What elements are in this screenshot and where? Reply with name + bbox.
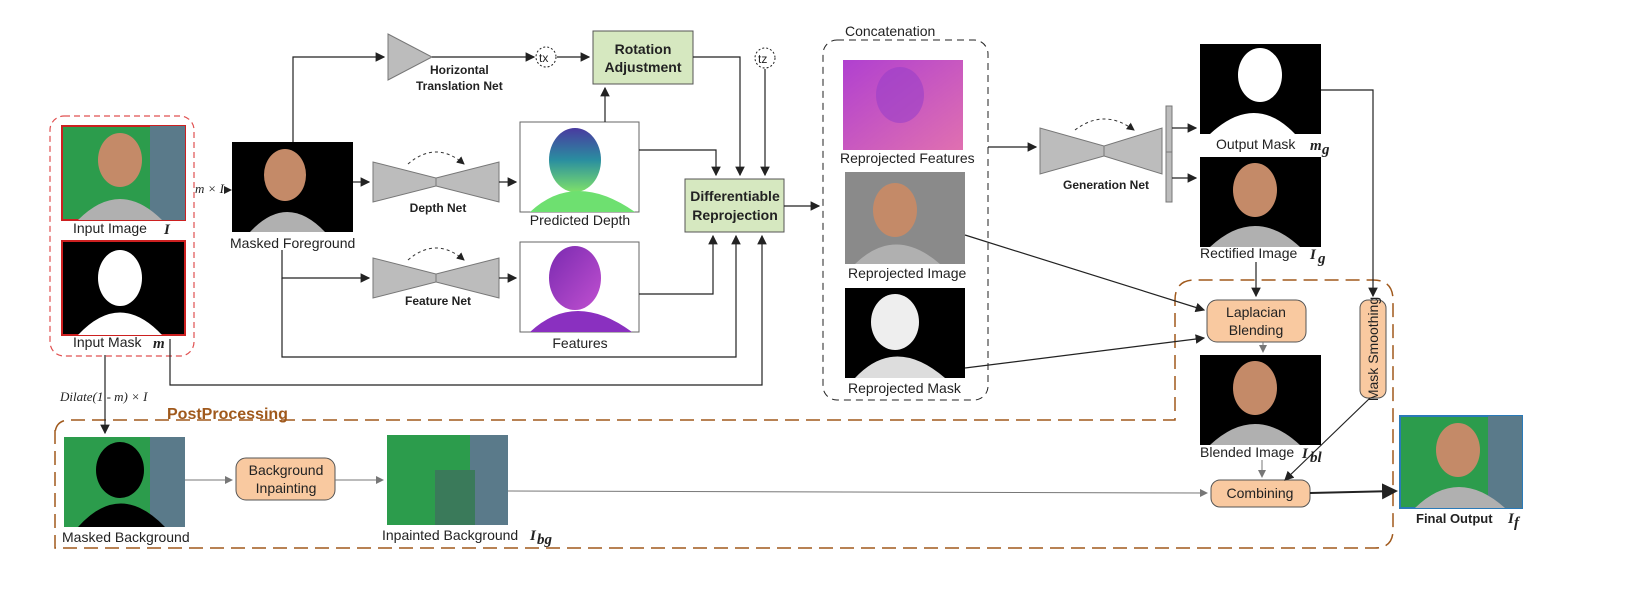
mask-smoothing-label: Mask Smoothing xyxy=(1365,297,1381,401)
output-mask-subscript: g xyxy=(1321,142,1330,158)
inpainted-background-image xyxy=(387,435,508,525)
horizontal-label: Horizontal xyxy=(430,63,489,77)
final-subscript: f xyxy=(1514,515,1521,531)
rectified-symbol: I xyxy=(1309,247,1317,263)
generation-net xyxy=(1039,105,1173,203)
diff-label-1: Differentiable xyxy=(690,188,780,204)
depth-net xyxy=(372,151,500,203)
input-mask-label: Input Mask xyxy=(73,334,142,350)
features-label: Features xyxy=(552,335,607,351)
predicted-depth-label: Predicted Depth xyxy=(530,212,630,228)
tz-label: tz xyxy=(758,52,767,66)
output-mask-image xyxy=(1200,44,1321,134)
differentiable-reprojection-box xyxy=(684,178,785,233)
tx-label: tx xyxy=(539,51,548,65)
final-output-image xyxy=(1399,415,1523,509)
tz-node xyxy=(754,47,776,69)
rotation-adjustment-box xyxy=(592,30,694,85)
concatenation-group xyxy=(822,39,989,401)
postprocessing-title: PostProcessing xyxy=(167,406,288,423)
input-group xyxy=(49,115,195,357)
output-mask-label: Output Mask xyxy=(1216,136,1296,152)
translation-net-label: Translation Net xyxy=(416,79,503,93)
reprojected-features-image xyxy=(843,60,963,150)
reprojected-mask-image xyxy=(845,288,965,378)
masked-foreground-image xyxy=(232,142,353,232)
bg-inpaint-label-2: Inpainting xyxy=(256,480,317,496)
blended-image xyxy=(1200,355,1321,445)
reprojected-image-image xyxy=(845,172,965,264)
final-symbol: I xyxy=(1507,511,1515,527)
depth-net-label: Depth Net xyxy=(410,201,467,215)
mask-smoothing-box xyxy=(1359,299,1387,399)
input-image xyxy=(61,125,186,221)
final-output-label: Final Output xyxy=(1416,511,1493,526)
reprojected-image-label: Reprojected Image xyxy=(848,265,967,281)
bg-inpaint-label-1: Background xyxy=(249,462,324,478)
concatenation-title: Concatenation xyxy=(845,23,935,39)
input-image-symbol: I xyxy=(163,222,171,238)
rectified-image xyxy=(1200,157,1321,247)
laplacian-label-1: Laplacian xyxy=(1226,304,1286,320)
mask-mult-label: m × I xyxy=(195,181,225,196)
input-mask xyxy=(61,240,186,336)
predicted-depth-image xyxy=(519,121,640,213)
blended-subscript: bl xyxy=(1310,450,1323,466)
features-image xyxy=(519,241,640,333)
reprojected-mask-label: Reprojected Mask xyxy=(848,380,962,396)
laplacian-blending-box xyxy=(1206,299,1307,343)
blended-image-label: Blended Image xyxy=(1200,444,1294,460)
feature-net-label: Feature Net xyxy=(405,294,471,308)
combining-label: Combining xyxy=(1227,485,1294,501)
inpainted-subscript: bg xyxy=(537,532,553,548)
generation-net-label: Generation Net xyxy=(1063,178,1149,192)
tx-node xyxy=(535,46,557,68)
inpainted-symbol: I xyxy=(529,528,537,544)
rotation-label-2: Adjustment xyxy=(605,59,682,75)
dilate-label: Dilate(1 - m) × I xyxy=(59,389,148,404)
gray-connections xyxy=(185,342,1267,497)
feature-net xyxy=(372,247,500,299)
output-mask-symbol: m xyxy=(1310,138,1322,154)
rotation-label-1: Rotation xyxy=(615,41,672,57)
rectified-image-label: Rectified Image xyxy=(1200,245,1297,261)
blended-symbol: I xyxy=(1301,446,1309,462)
rectified-subscript: g xyxy=(1317,251,1326,267)
inpainted-background-label: Inpainted Background xyxy=(382,527,518,543)
input-image-label: Input Image xyxy=(73,220,147,236)
input-mask-symbol: m xyxy=(153,336,165,352)
masked-background-label: Masked Background xyxy=(62,529,190,545)
background-inpainting-box xyxy=(235,457,336,501)
diff-label-2: Reprojection xyxy=(692,207,778,223)
laplacian-label-2: Blending xyxy=(1229,322,1284,338)
combining-box xyxy=(1210,479,1311,508)
connections xyxy=(100,52,1398,500)
reprojected-features-label: Reprojected Features xyxy=(840,150,975,166)
masked-background-image xyxy=(64,437,185,527)
masked-foreground-label: Masked Foreground xyxy=(230,235,355,251)
horizontal-translation-net xyxy=(387,33,434,81)
postprocessing-region xyxy=(54,279,1394,549)
